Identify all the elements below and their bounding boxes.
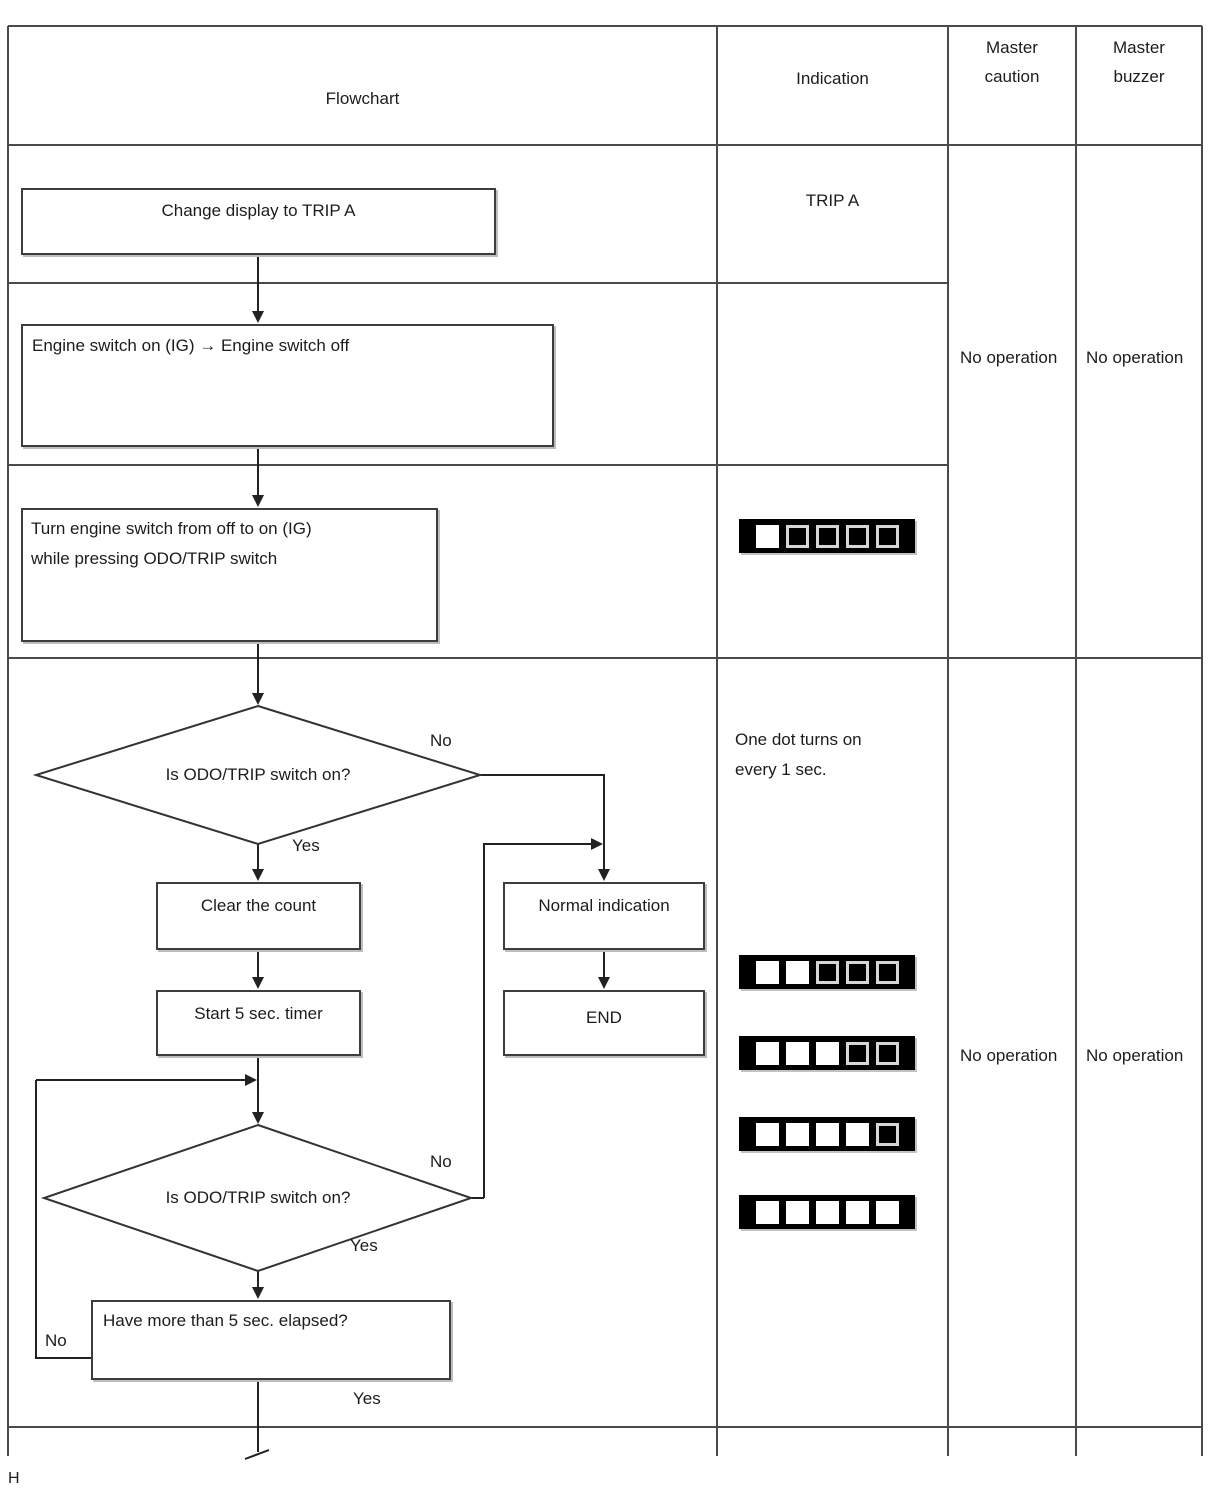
step-change-display-box: Change display to TRIP A xyxy=(21,188,496,255)
decision2-diamond xyxy=(40,1123,475,1273)
arrowheads xyxy=(245,311,610,1299)
segment-display-3-dots xyxy=(739,1036,915,1070)
segment-dot-on xyxy=(785,1122,809,1146)
master-buzzer-row4: No operation xyxy=(1086,1046,1184,1065)
header-indication: Indication xyxy=(796,69,869,88)
header-master-caution: Master caution xyxy=(984,38,1040,86)
step-engine-switch-box: Engine switch on (IG) → Engine switch of… xyxy=(21,324,554,447)
segment-dot-off xyxy=(875,1122,899,1146)
segment-dot-off xyxy=(815,524,839,548)
decision2-text: Is ODO/TRIP switch on? xyxy=(165,1188,351,1207)
indication-dot-note: One dot turns on every 1 sec. xyxy=(735,730,862,779)
segment-display-5-dots xyxy=(739,1195,915,1229)
segment-dot-off xyxy=(875,1041,899,1065)
segment-dot-on xyxy=(815,1122,839,1146)
table-grid xyxy=(7,25,1203,1456)
segment-dot-on xyxy=(755,960,779,984)
segment-dot-on xyxy=(785,1200,809,1224)
decision1-text: Is ODO/TRIP switch on? xyxy=(165,765,351,784)
segment-dot-off xyxy=(845,1041,869,1065)
segment-dot-on xyxy=(755,1200,779,1224)
indication-trip-a: TRIP A xyxy=(805,191,860,210)
segment-dot-on xyxy=(815,1041,839,1065)
segment-display-4-dots xyxy=(739,1117,915,1151)
master-caution-rows1-3: No operation xyxy=(960,348,1058,367)
step-turn-switch-box: Turn engine switch from off to on (IG) w… xyxy=(21,508,438,642)
segment-dot-on xyxy=(755,1122,779,1146)
segment-dot-off xyxy=(875,524,899,548)
master-buzzer-rows1-3: No operation xyxy=(1086,348,1184,367)
continuation-tick xyxy=(244,1449,270,1460)
elapsed-no-label: No xyxy=(45,1331,67,1350)
segment-dot-on xyxy=(755,524,779,548)
decision2-no-label: No xyxy=(430,1152,452,1171)
segment-dot-on xyxy=(875,1200,899,1224)
page-mark: H xyxy=(8,1470,20,1487)
step-elapsed-box: Have more than 5 sec. elapsed? xyxy=(91,1300,451,1380)
segment-dot-on xyxy=(755,1041,779,1065)
segment-dot-on xyxy=(785,1041,809,1065)
segment-dot-on xyxy=(785,960,809,984)
decision1-no-label: No xyxy=(430,731,452,750)
segment-dot-off xyxy=(845,960,869,984)
segment-display-2-dots xyxy=(739,955,915,989)
step-start-timer-box: Start 5 sec. timer xyxy=(156,990,361,1056)
decision1-yes-label: Yes xyxy=(292,836,320,855)
segment-display-1-dot xyxy=(739,519,915,553)
segment-dot-off xyxy=(845,524,869,548)
segment-dot-off xyxy=(875,960,899,984)
elapsed-yes-label: Yes xyxy=(353,1389,381,1408)
segment-dot-on xyxy=(845,1200,869,1224)
header-flowchart: Flowchart xyxy=(325,89,400,108)
decision1-diamond xyxy=(32,704,484,846)
decision2-yes-label: Yes xyxy=(350,1236,378,1255)
connector-lines xyxy=(35,255,605,1460)
decision-diamonds xyxy=(32,704,484,1273)
master-caution-row4: No operation xyxy=(960,1046,1058,1065)
header-master-buzzer: Master buzzer xyxy=(1113,38,1165,86)
step-normal-indication-box: Normal indication xyxy=(503,882,705,950)
segment-dot-on xyxy=(815,1200,839,1224)
step-clear-count-box: Clear the count xyxy=(156,882,361,950)
segment-dot-off xyxy=(785,524,809,548)
segment-dot-on xyxy=(845,1122,869,1146)
end-box: END xyxy=(503,990,705,1056)
segment-dot-off xyxy=(815,960,839,984)
